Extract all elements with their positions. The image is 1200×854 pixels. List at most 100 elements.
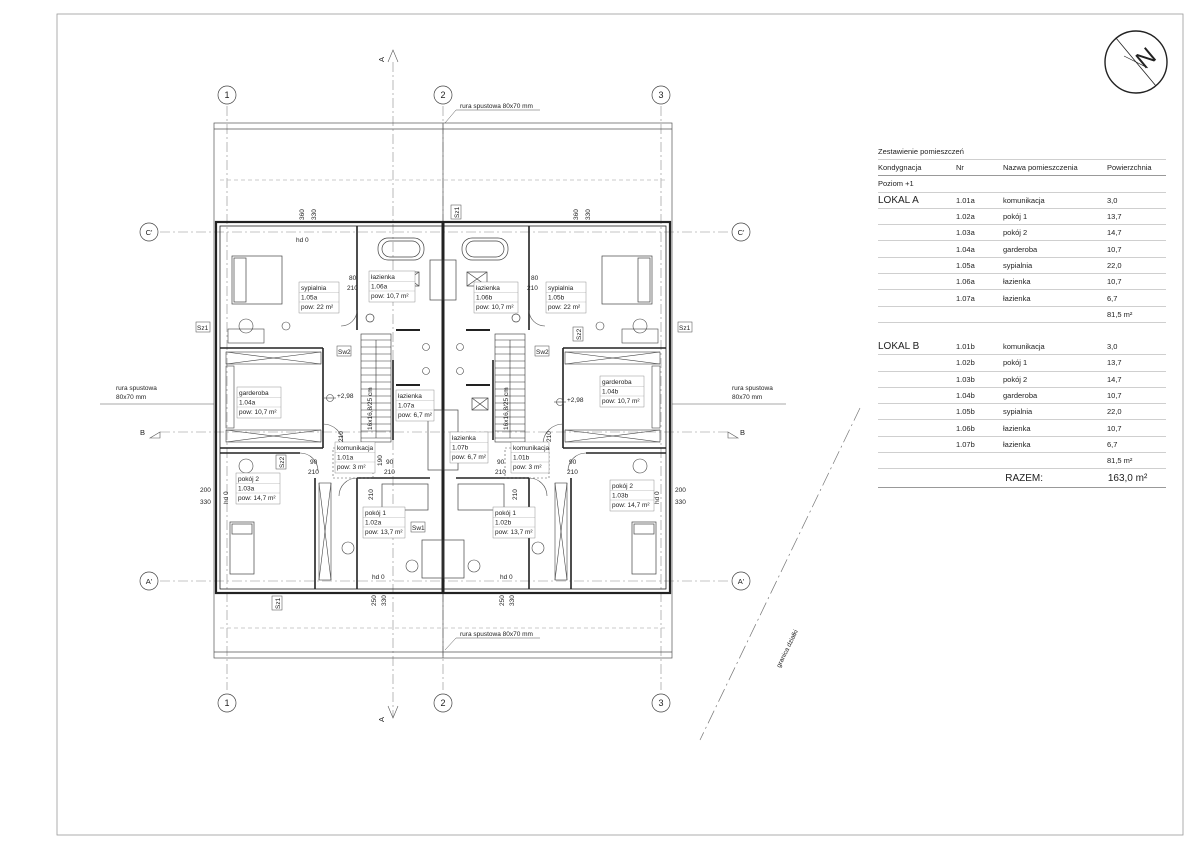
dim-360-b: 360	[573, 209, 580, 220]
room-area: 10,7	[1107, 391, 1122, 400]
plot-boundary-label: granica działki	[776, 629, 800, 669]
dim-210-g: 210	[338, 431, 345, 442]
room-area: 3,0	[1107, 342, 1118, 352]
room-label-pokoj2-b: pokój 2 1.03b pow: 14,7 m²	[609, 479, 655, 512]
header-nazwa: Nazwa pomieszczenia	[1003, 163, 1078, 173]
room-name-text: komunikacja	[337, 445, 374, 452]
dim-210-i: 210	[368, 489, 375, 500]
grid-2-top: 2	[440, 90, 445, 100]
room-area: 13,7	[1107, 358, 1122, 368]
room-name: sypialnia	[1003, 260, 1033, 270]
room-number: 1.07a	[956, 293, 975, 303]
dim-330-d: 330	[509, 595, 516, 606]
window-code-sz1-right: Sz1	[679, 325, 691, 332]
room-name: łazienka	[1003, 423, 1031, 433]
room-name: pokój 1	[1003, 212, 1028, 222]
room-name: łazienka	[1003, 439, 1031, 449]
room-number-text: 1.03a	[238, 486, 255, 493]
room-area-text: pow: 14,7 m²	[238, 495, 276, 502]
dim-190-a: 190	[377, 455, 384, 466]
window-code-sz1-top: Sz1	[454, 206, 461, 218]
room-name-text: sypialnia	[301, 285, 327, 292]
section-b-left: B	[140, 428, 145, 437]
room-schedule-table: Zestawienie pomieszczeń Kondygnacja Nr N…	[878, 138, 1166, 489]
section-label-bottom: A	[377, 717, 386, 722]
pipe-label-top: rura spustowa 80x70 mm	[460, 103, 533, 110]
room-name: łazienka	[1003, 293, 1031, 303]
room-number-text: 1.02b	[495, 520, 512, 527]
room-number: 1.06a	[956, 277, 975, 287]
dim-80-a: 80	[349, 275, 357, 282]
level-mark-a: +2,98	[337, 393, 354, 400]
subtotal-a: 81,5 m²	[1107, 309, 1133, 319]
level-label: Poziom +1	[878, 179, 914, 189]
lokal-label: LOKAL B	[878, 341, 920, 353]
room-number-text: 1.01b	[513, 455, 530, 462]
room-name-text: pokój 2	[612, 483, 633, 490]
window-tags	[195, 204, 693, 611]
grid-c-left: C'	[146, 228, 153, 237]
dim-200-right: 200	[675, 487, 686, 494]
beds	[229, 255, 657, 575]
grid-3-top: 3	[658, 90, 663, 100]
grid-a-left: A'	[146, 577, 153, 586]
room-number: 1.01b	[956, 342, 975, 352]
dim-330-b: 330	[585, 209, 592, 220]
dim-330-left: 330	[200, 499, 211, 506]
room-name-text: łazienka	[398, 393, 422, 400]
sheet-frame	[56, 13, 1184, 836]
window-code-sz1-bottom: Sz1	[275, 597, 282, 609]
room-area: 3,0	[1107, 195, 1118, 205]
dim-210-j: 210	[512, 489, 519, 500]
room-number-text: 1.03b	[612, 493, 629, 500]
staircases	[360, 333, 526, 443]
header-kondygnacja: Kondygnacja	[878, 163, 922, 173]
grid-bubble-labels: 1 2 3 1 2 3 C' C' A' A'	[146, 90, 745, 708]
room-name: garderoba	[1003, 391, 1038, 400]
room-number: 1.06b	[956, 423, 975, 433]
grid-a-right: A'	[738, 577, 745, 586]
room-name: komunikacja	[1003, 195, 1045, 205]
room-name: łazienka	[1003, 277, 1031, 287]
room-name-text: pokój 1	[365, 510, 386, 517]
room-number-text: 1.07b	[452, 445, 469, 452]
hd-label-5: hd 0	[654, 491, 661, 504]
room-area-text: pow: 10,7 m²	[239, 409, 277, 416]
grid-bubbles	[139, 85, 751, 713]
window-code-sz2-left: Sz2	[279, 456, 286, 468]
room-number-text: 1.01a	[337, 455, 354, 462]
room-area: 10,7	[1107, 423, 1122, 433]
room-area: 14,7	[1107, 228, 1122, 238]
room-area-text: pow: 3 m²	[513, 464, 542, 471]
room-area: 13,7	[1107, 212, 1122, 222]
exterior-walls	[214, 220, 672, 595]
room-area-text: pow: 14,7 m²	[612, 502, 650, 509]
room-area: 22,0	[1107, 260, 1122, 270]
level-mark-b: +2,98	[567, 397, 584, 404]
hd-label-2: hd 0	[372, 574, 385, 581]
dim-330-a: 330	[311, 209, 318, 220]
plot-boundary	[699, 407, 861, 741]
room-number: 1.03a	[956, 228, 975, 238]
dim-330-c: 330	[381, 595, 388, 606]
dim-210-a: 210	[347, 285, 358, 292]
schedule-header-row: Kondygnacja Nr Nazwa pomieszczenia Powie…	[878, 160, 1166, 177]
room-name: komunikacja	[1003, 342, 1045, 352]
subtotal-a-row: 81,5 m²	[878, 307, 1166, 323]
room-area-text: pow: 10,7 m²	[476, 304, 514, 311]
north-arrow: N	[1104, 30, 1168, 94]
